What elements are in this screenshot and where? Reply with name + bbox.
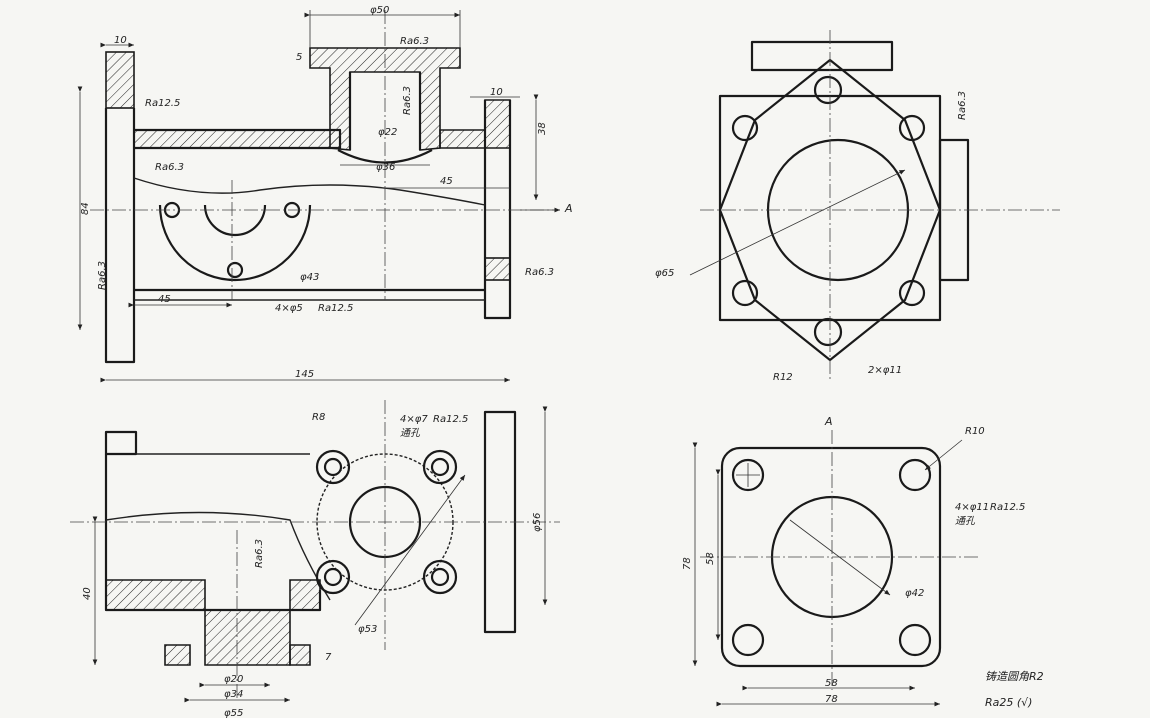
svg-text:Ra12.5: Ra12.5 — [318, 303, 353, 314]
section-mark-a: A — [564, 202, 573, 215]
front-view: φ50 5 Ra6.3 10 Ra12.5 Ra6.3 φ22 φ36 10 3… — [77, 5, 573, 383]
note-roughness: Ra25 (√) — [985, 696, 1032, 709]
bottom-boss-section — [105, 579, 321, 666]
right-wall-section — [439, 99, 511, 149]
svg-text:Ra6.3: Ra6.3 — [97, 261, 108, 290]
top-flange — [750, 40, 894, 72]
svg-text:4×φ7: 4×φ7 — [400, 414, 428, 425]
note-casting-fillet: 铸造圆角R2 — [985, 670, 1044, 683]
svg-text:φ55: φ55 — [224, 708, 243, 718]
svg-text:58: 58 — [825, 678, 838, 689]
svg-text:78: 78 — [682, 557, 693, 570]
svg-text:4×φ5: 4×φ5 — [275, 303, 303, 314]
view-a-title: A — [824, 415, 833, 428]
svg-text:Ra6.3: Ra6.3 — [957, 91, 968, 120]
svg-text:Ra6.3: Ra6.3 — [155, 162, 184, 173]
svg-text:Ra6.3: Ra6.3 — [402, 86, 413, 115]
bottom-view: R8 4×φ7 Ra12.5 通孔 Ra6.3 40 7 φ20 φ34 φ55… — [70, 400, 560, 718]
svg-text:通孔: 通孔 — [955, 515, 976, 527]
break-line — [133, 177, 486, 206]
view-a: A R10 4×φ11 Ra12.5 通孔 78 58 φ42 58 78 — [682, 415, 1025, 707]
flange-half-circle — [158, 204, 312, 282]
bolt-hole — [226, 261, 244, 279]
svg-text:φ56: φ56 — [532, 513, 543, 532]
svg-text:4×φ11: 4×φ11 — [955, 502, 989, 513]
svg-text:R10: R10 — [965, 426, 985, 437]
svg-text:φ43: φ43 — [300, 272, 319, 283]
svg-text:10: 10 — [490, 87, 503, 98]
svg-text:通孔: 通孔 — [400, 427, 421, 439]
left-flange-outline — [104, 108, 136, 364]
svg-text:Ra6.3: Ra6.3 — [254, 539, 265, 568]
svg-text:2×φ11: 2×φ11 — [868, 365, 902, 376]
svg-text:φ53: φ53 — [358, 624, 377, 635]
svg-text:φ36: φ36 — [376, 162, 395, 173]
svg-text:Ra12.5: Ra12.5 — [145, 98, 180, 109]
svg-text:84: 84 — [80, 202, 91, 215]
svg-text:φ20: φ20 — [224, 674, 243, 685]
svg-text:Ra6.3: Ra6.3 — [525, 267, 554, 278]
svg-text:φ42: φ42 — [905, 588, 924, 599]
svg-text:58: 58 — [705, 552, 716, 565]
svg-text:Ra12.5: Ra12.5 — [990, 502, 1025, 513]
svg-text:38: 38 — [537, 122, 548, 135]
side-view: Ra6.3 φ65 R12 2×φ11 — [655, 30, 1060, 383]
svg-text:φ22: φ22 — [378, 127, 397, 138]
break-line — [105, 511, 331, 601]
svg-text:45: 45 — [158, 294, 171, 305]
svg-text:R8: R8 — [312, 412, 325, 423]
svg-text:40: 40 — [82, 587, 93, 600]
svg-text:Ra6.3: Ra6.3 — [400, 36, 429, 47]
svg-text:145: 145 — [295, 369, 314, 380]
dim-top-bore: φ50 — [370, 5, 389, 16]
svg-text:45: 45 — [440, 176, 453, 187]
left-flange-upper — [105, 51, 135, 109]
svg-text:5: 5 — [296, 52, 302, 63]
svg-text:10: 10 — [114, 35, 127, 46]
svg-text:φ65: φ65 — [655, 268, 674, 279]
svg-text:7: 7 — [325, 652, 332, 663]
svg-text:φ34: φ34 — [224, 689, 243, 700]
svg-text:78: 78 — [825, 694, 838, 705]
top-wall-section — [133, 108, 341, 149]
svg-text:Ra12.5: Ra12.5 — [433, 414, 468, 425]
right-flange — [483, 100, 512, 320]
svg-text:R12: R12 — [773, 372, 793, 383]
